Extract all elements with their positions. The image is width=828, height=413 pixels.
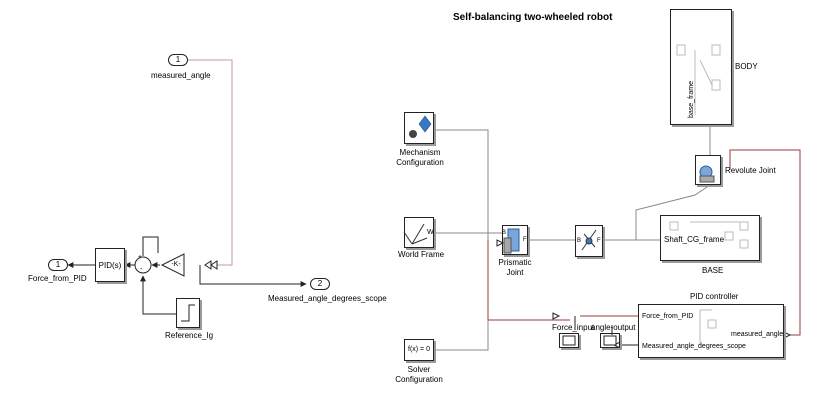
base-internal-glyphs: [669, 221, 749, 249]
shaft-cg-frame-label: Shaft_CG_frame: [664, 235, 725, 244]
sum-plus-sign: +: [138, 254, 143, 261]
rigid-transform-block[interactable]: [575, 225, 603, 257]
sum-top-loop: [142, 236, 159, 256]
world-frame-block[interactable]: [404, 217, 434, 248]
measured-angle-label: measured_angle: [151, 71, 211, 80]
page-title: Self-balancing two-wheeled robot: [453, 12, 613, 23]
measured-angle-line[interactable]: [188, 59, 233, 266]
sum-block[interactable]: [134, 256, 152, 274]
measured-angle-scope-outport[interactable]: 2: [310, 278, 330, 290]
force-input-marker: [552, 312, 561, 320]
mech-config-line[interactable]: [433, 129, 489, 233]
base-label: BASE: [702, 266, 724, 275]
gain-label: -K-: [171, 261, 181, 268]
body-internal-glyphs: [676, 44, 721, 115]
transform-f-port: F: [597, 238, 601, 244]
axes-icon: [403, 223, 428, 245]
revolute-angle-red-line[interactable]: [729, 149, 801, 336]
prismatic-force-red-line[interactable]: [487, 240, 570, 321]
angle-output-label: angle-output: [591, 323, 636, 332]
angle-output-scope[interactable]: [600, 333, 620, 348]
scope-branch-line[interactable]: [199, 265, 307, 287]
reference-step-block[interactable]: [176, 298, 200, 328]
pid-force-port-label: Force_from_PID: [642, 313, 694, 320]
prismatic-icon: [503, 228, 520, 254]
revolute-icon: [699, 165, 715, 183]
mechanism-configuration-block[interactable]: [404, 112, 434, 144]
pid-block[interactable]: PID(s): [95, 248, 125, 282]
world-port-label: W: [427, 229, 434, 236]
prismatic-joint-label: Prismatic Joint: [498, 258, 532, 277]
gain-block[interactable]: [160, 253, 185, 277]
revolute-joint-block[interactable]: [695, 155, 721, 185]
pid-measured-port-label: measured_angle: [731, 331, 784, 338]
body-subsystem-block[interactable]: [670, 9, 732, 125]
force-input-scope[interactable]: [559, 333, 579, 348]
gain-input-arrows: [204, 260, 218, 270]
reference-to-sum-line[interactable]: [140, 275, 176, 315]
scope-icon: [562, 335, 617, 346]
revolute-joint-label: Revolute Joint: [725, 166, 776, 175]
transform-b-port: B: [577, 238, 582, 244]
right-physical-lines: [433, 125, 801, 351]
prismatic-b-port: B: [502, 230, 507, 236]
reference-label: Reference_Ig: [165, 331, 214, 340]
step-icon: [181, 304, 195, 322]
pid-scope-marker: [612, 341, 621, 349]
measured-angle-scope-label: Measured_angle_degrees_scope: [268, 294, 387, 303]
prismatic-input-marker: [496, 239, 505, 247]
measured-angle-inport[interactable]: 1: [168, 54, 188, 66]
pid-scope-port-label: Measured_angle_degrees_scope: [642, 343, 746, 350]
solver-configuration-label: Solver Configuration: [395, 365, 443, 384]
left-signal-lines: [67, 59, 307, 315]
gear-icon: [409, 115, 432, 138]
force-input-label: Force_input: [552, 323, 595, 332]
force-from-pid-label: Force_from_PID: [28, 274, 87, 283]
transform-to-revolute-line[interactable]: [635, 184, 711, 240]
force-from-pid-outport[interactable]: 1: [48, 259, 68, 271]
pid-internal-glyphs: [699, 309, 717, 345]
revolute-output-marker: [783, 331, 792, 339]
world-frame-label: World Frame: [398, 250, 445, 259]
prismatic-joint-block[interactable]: [502, 225, 528, 255]
body-label: BODY: [735, 62, 758, 71]
prismatic-f-port: F: [523, 237, 527, 243]
base-subsystem-block[interactable]: [660, 215, 760, 261]
mechanism-configuration-label: Mechanism Configuration: [396, 148, 444, 167]
transform-icon: [581, 229, 597, 251]
pid-controller-title: PID controller: [690, 292, 739, 301]
base-frame-label: base_frame: [688, 81, 695, 118]
sum-minus-sign: -: [140, 266, 143, 273]
pid-controller-block[interactable]: [638, 304, 784, 358]
solver-configuration-block[interactable]: f(x) = 0: [404, 339, 434, 361]
